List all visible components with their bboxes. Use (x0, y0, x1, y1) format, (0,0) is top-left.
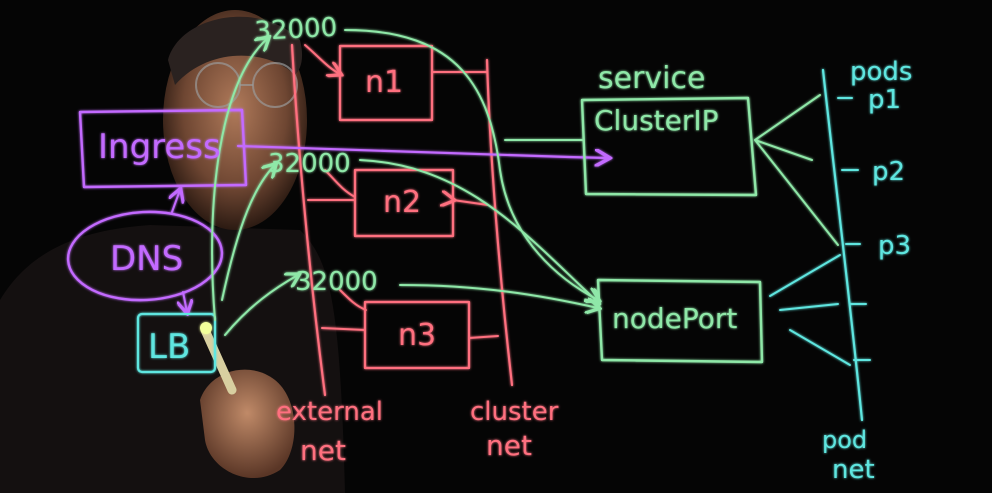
pod-net-line (821, 68, 864, 422)
port-n2-to-nodeport (359, 159, 598, 302)
node-box-n1 (338, 44, 434, 122)
dns-to-ingress-arrow (172, 190, 180, 213)
node-label-n2: n2 (383, 185, 421, 220)
port-to-n2-arrow (324, 169, 356, 198)
ingress-to-clusterip-arrow (236, 144, 608, 158)
dns-label: DNS (110, 239, 183, 279)
lb-box (136, 312, 217, 374)
dns-ellipse (66, 210, 224, 302)
port-to-n3-arrow (339, 289, 367, 311)
external-net-line (290, 43, 327, 397)
lb-label: LB (148, 327, 190, 367)
node-box-n3 (363, 300, 471, 370)
clusterip-box (580, 96, 758, 197)
ingress-box (78, 108, 248, 189)
port-label-n1: 32000 (254, 13, 338, 47)
nodeport-fanout (769, 254, 851, 366)
cluster-net-line (485, 58, 514, 387)
cluster-net-label-line1: cluster (470, 397, 559, 427)
n3-to-external-net (321, 327, 366, 331)
pod-net-label-line1: pod (822, 426, 867, 454)
dns-to-lb-arrow (183, 291, 187, 312)
nodeport-label: nodePort (612, 302, 737, 335)
pod-label-p1: p1 (868, 85, 901, 115)
service-heading: service (598, 61, 705, 96)
external-net-label-line2: net (300, 434, 346, 467)
clusterip-label: ClusterIP (594, 104, 719, 137)
n3-to-cluster-net (468, 335, 499, 339)
lb-to-port-n3-arrow (224, 275, 298, 336)
clusterip-fanout (754, 94, 839, 246)
pod-label-p3: p3 (878, 231, 911, 261)
node-label-n3: n3 (398, 318, 436, 353)
n2-to-cluster-net (453, 200, 489, 205)
port-label-n3: 32000 (295, 267, 378, 297)
external-net-label-line1: external (276, 397, 383, 427)
pod-label-p2: p2 (872, 157, 905, 187)
node-label-n1: n1 (365, 65, 403, 100)
pods-heading: pods (850, 57, 912, 87)
lb-to-port-n2-arrow (221, 165, 275, 301)
cluster-net-label-line2: net (486, 429, 532, 462)
port-n1-to-nodeport (344, 29, 598, 300)
pod-net-label-line2: net (832, 455, 875, 485)
ingress-label: Ingress (98, 127, 221, 167)
port-to-n1-arrow (304, 44, 340, 74)
lb-to-port-n1-arrow (211, 38, 268, 321)
port-n3-to-nodeport (399, 284, 598, 308)
port-label-n2: 32000 (268, 149, 351, 179)
nodeport-box (596, 278, 764, 364)
